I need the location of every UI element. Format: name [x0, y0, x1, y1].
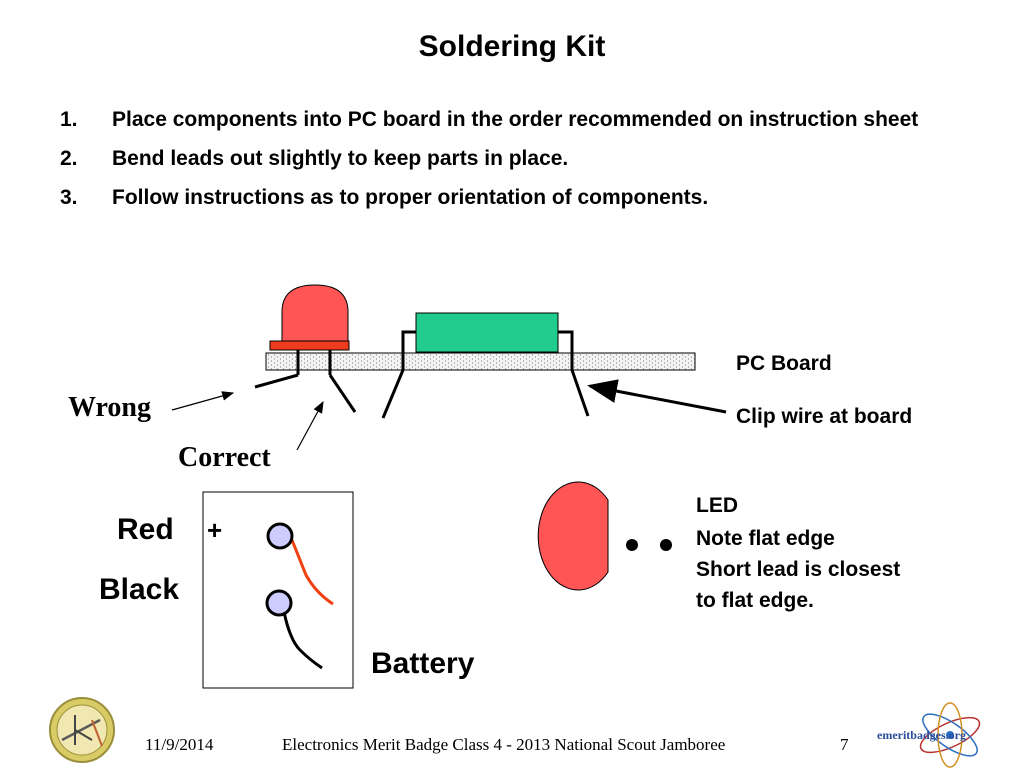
correct-label: Correct	[178, 442, 271, 473]
list-item: 3. Follow instructions as to proper orie…	[60, 182, 940, 213]
long-lead-dot	[660, 539, 672, 551]
clip-wire-label: Clip wire at board	[736, 405, 913, 428]
list-item: 1. Place components into PC board in the…	[60, 104, 940, 135]
merit-badge-logo	[49, 697, 115, 763]
slide-title: Soldering Kit	[418, 30, 606, 63]
emeritbadges-logo-text: emeritbadges.org	[877, 728, 966, 742]
footer-date: 11/9/2014	[145, 735, 214, 754]
step-text: Follow instructions as to proper orienta…	[112, 186, 709, 209]
short-lead-label-1: Short lead is closest	[696, 558, 901, 581]
led-component	[254, 284, 357, 413]
red-wire	[290, 539, 334, 606]
battery-label: Battery	[371, 647, 475, 680]
footer-course: Electronics Merit Badge Class 4 - 2013 N…	[282, 735, 726, 754]
positive-sign: +	[207, 515, 223, 545]
led-dome	[281, 284, 349, 343]
resistor-body	[415, 312, 559, 353]
pc-board	[265, 352, 696, 371]
note-flat-label: Note flat edge	[696, 527, 835, 550]
red-label: Red	[117, 513, 174, 546]
correct-arrow	[296, 400, 324, 451]
wrong-label: Wrong	[68, 392, 151, 423]
resistor-component	[381, 312, 590, 419]
negative-terminal	[265, 589, 293, 617]
black-wire	[282, 611, 323, 670]
led-base	[269, 340, 350, 351]
black-label: Black	[99, 573, 180, 606]
short-lead-dot	[626, 539, 638, 551]
short-lead-label-2: to flat edge.	[696, 589, 814, 612]
emeritbadges-logo	[919, 702, 981, 768]
step-number: 2.	[60, 147, 78, 170]
clip-wire-arrow	[587, 379, 727, 414]
step-text: Place components into PC board in the or…	[112, 108, 919, 131]
led-label: LED	[696, 494, 738, 517]
instruction-list: 1. Place components into PC board in the…	[60, 104, 940, 221]
step-number: 3.	[60, 186, 78, 209]
footer-page-number: 7	[840, 735, 849, 754]
step-text: Bend leads out slightly to keep parts in…	[112, 147, 569, 170]
wrong-arrow	[171, 391, 235, 411]
list-item: 2. Bend leads out slightly to keep parts…	[60, 143, 940, 174]
led-flat-edge	[537, 481, 609, 591]
step-number: 1.	[60, 108, 78, 131]
pc-board-label: PC Board	[736, 352, 832, 375]
positive-terminal	[266, 522, 294, 550]
